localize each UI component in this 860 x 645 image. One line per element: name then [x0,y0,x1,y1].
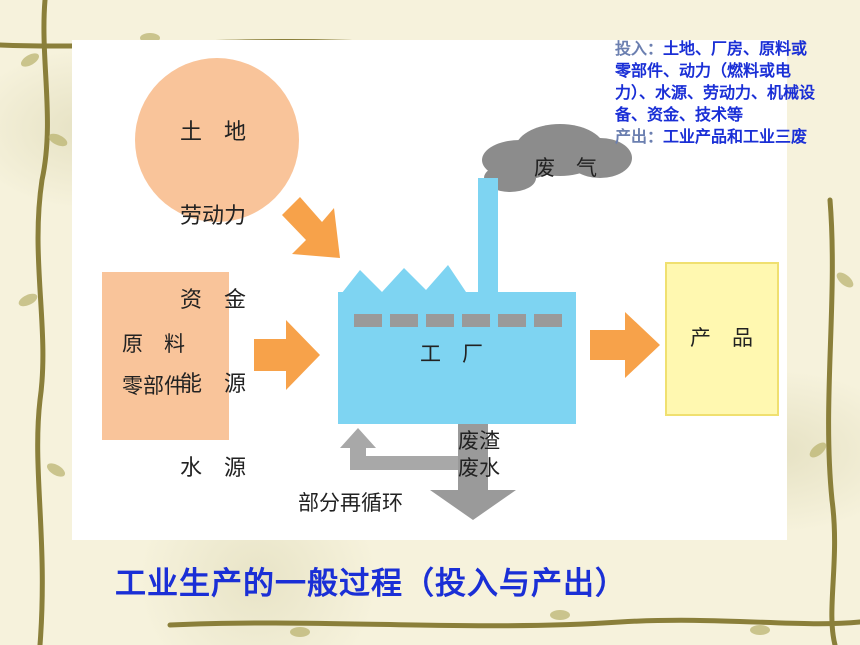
output-text: 工业产品和工业三废 [663,127,808,146]
resources-line: 劳动力 [180,204,247,229]
resources-line: 能 源 [180,372,247,397]
resources-line: 资 金 [180,288,247,313]
product-arrow [590,312,660,378]
exhaust-label: 废 气 [534,156,597,180]
materials-line: 原 料 [122,332,185,356]
factory-windows [354,314,562,327]
resources-circle [135,58,299,222]
factory-label: 工 厂 [420,342,483,366]
input-text: 土地、厂房、原料或零部件、动力（燃料或电力）、水源、劳动力、机械设备、资金、技术… [615,39,816,124]
product-label: 产 品 [690,326,753,350]
input-output-annotation: 投入：土地、厂房、原料或零部件、动力（燃料或电力）、水源、劳动力、机械设备、资金… [615,38,815,148]
materials-line: 零部件 [122,374,185,398]
factory-building [338,178,576,424]
slide-title: 工业生产的一般过程（投入与产出） [115,566,627,602]
product-box [665,262,779,416]
resources-arrow [282,197,340,258]
materials-arrow [254,320,320,390]
waste-line: 废水 [458,456,500,480]
recycle-arrow [340,428,458,470]
resources-line: 水 源 [180,456,247,481]
waste-down-arrow [430,424,516,520]
materials-text: 原 料 零部件 [122,323,185,407]
waste-text: 废渣 废水 [458,428,500,482]
output-label: 产出： [615,127,664,146]
recycle-label: 部分再循环 [298,491,403,515]
resources-text: 土 地 劳动力 资 金 能 源 水 源 [180,63,246,511]
exhaust-smoke [482,124,632,192]
input-label: 投入： [615,39,664,58]
resources-line: 土 地 [180,120,247,145]
waste-line: 废渣 [458,429,500,453]
materials-box [102,272,229,440]
